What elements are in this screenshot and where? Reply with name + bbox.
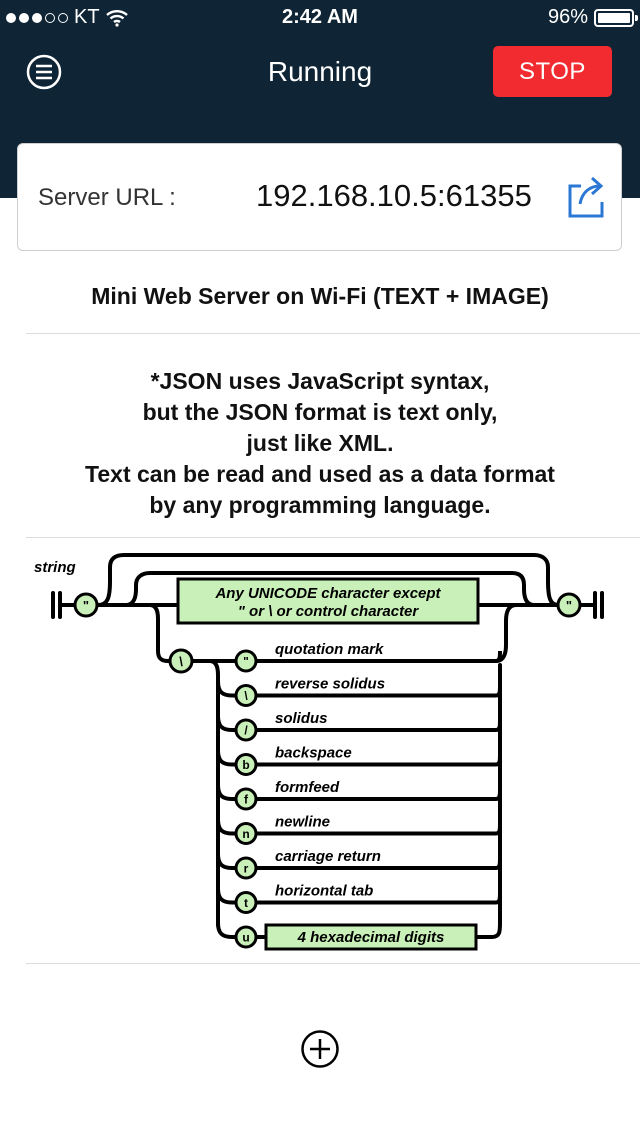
escape-char: t [244,896,248,910]
escape-label: carriage return [275,848,381,865]
content-description: *JSON uses JavaScript syntax, but the JS… [0,366,640,521]
stop-button[interactable]: STOP [493,46,612,97]
escape-row: " quotation mark [234,641,502,673]
escape-row: \ reverse solidus [216,676,502,707]
add-icon[interactable] [300,1029,340,1069]
battery-percent: 96% [547,6,588,28]
escape-rows: " quotation mark \ reverse solidus / solidus b… [216,641,502,951]
menu-icon[interactable] [26,54,62,90]
description-line: but the JSON format is text only, [142,399,498,425]
server-url-value: 192.168.10.5:61355 [256,178,532,213]
json-string-railroad-diagram: " quotation mark \ reverse solidus / solidus b… [34,553,604,951]
escape-label: backspace [275,745,352,762]
main-box-line2: " or \ or control character [238,603,420,620]
entry-quote-label: " [83,598,89,613]
escape-row: b backspace [216,745,502,776]
escape-label: reverse solidus [275,676,385,693]
main-box-line1: Any UNICODE character except [214,585,441,602]
escape-label: newline [275,814,330,831]
escape-char: \ [244,689,248,703]
escape-char: b [242,758,249,772]
escape-label: quotation mark [275,641,384,658]
status-bar: KT 2:42 AM 96% [0,0,640,36]
description-line: by any programming language. [149,492,491,518]
escape-label: horizontal tab [275,883,373,900]
carrier-name: KT [74,6,100,28]
escape-row: / solidus [216,710,502,742]
description-line: just like XML. [246,430,394,456]
signal-strength-icon [6,12,68,23]
wifi-icon [105,9,128,27]
escape-row: t horizontal tab [216,883,502,914]
description-line: *JSON uses JavaScript syntax, [150,368,490,394]
divider [26,333,640,334]
escape-label: solidus [275,710,328,727]
status-time: 2:42 AM [282,6,358,28]
escape-label: 4 hexadecimal digits [297,929,445,946]
content-title: Mini Web Server on Wi-Fi (TEXT + IMAGE) [91,283,549,309]
escape-char: n [242,827,249,841]
escape-char: " [243,655,249,669]
escape-char: u [242,931,249,945]
escape-row: f formfeed [216,779,502,811]
exit-quote-label: " [566,598,572,613]
server-url-card: Server URL : 192.168.10.5:61355 [17,143,622,251]
escape-row: r carriage return [216,848,502,880]
escape-char: / [244,724,248,738]
divider [26,963,640,964]
diagram-title: string [34,559,76,576]
escape-row: n newline [216,814,502,845]
escape-row: u 4 hexadecimal digits [216,921,502,951]
escape-char: f [244,793,249,807]
escape-label: formfeed [275,779,340,796]
share-icon[interactable] [566,172,608,222]
server-url-label: Server URL : [38,184,176,211]
battery-icon [594,8,638,27]
description-line: Text can be read and used as a data form… [85,461,555,487]
page-title: Running [267,56,373,87]
nav-bar: Running STOP [0,36,640,108]
divider [26,537,640,538]
escape-char: r [244,862,249,876]
backslash-label: \ [179,654,183,669]
